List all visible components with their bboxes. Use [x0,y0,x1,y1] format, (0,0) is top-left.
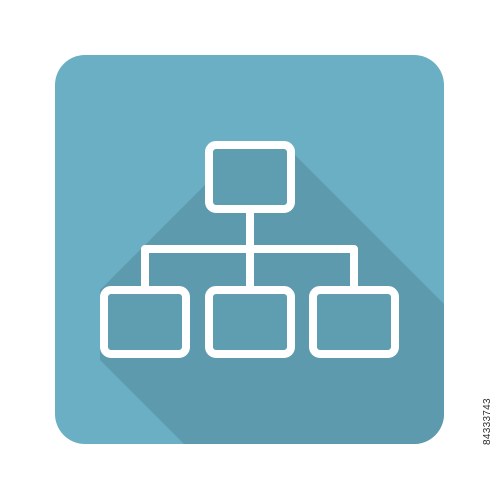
hierarchy-diagram-icon [100,141,399,358]
child-node-box-center [205,286,295,358]
child-node-box-right [309,286,399,358]
child-node-box-left [100,286,190,358]
root-node-box [205,141,295,213]
stock-id-label: 84333743 [482,398,493,445]
branch-connector-line [141,245,358,294]
